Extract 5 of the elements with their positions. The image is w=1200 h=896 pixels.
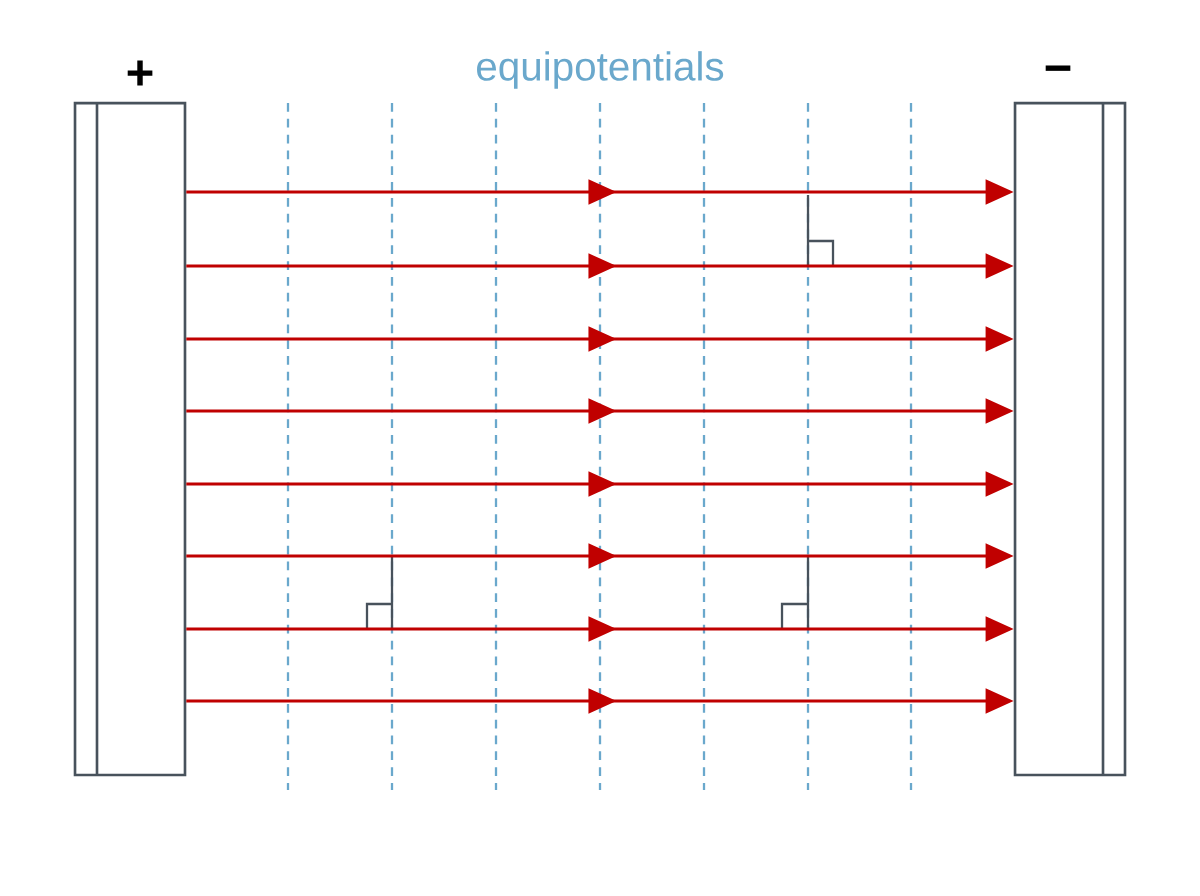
- electrode-plate: [73, 101, 187, 777]
- electrode-plate: [1013, 101, 1127, 777]
- polarity-sign: +: [127, 60, 153, 86]
- annotation-label: equipotentials: [477, 51, 724, 89]
- polarity-sign: −: [1045, 65, 1071, 71]
